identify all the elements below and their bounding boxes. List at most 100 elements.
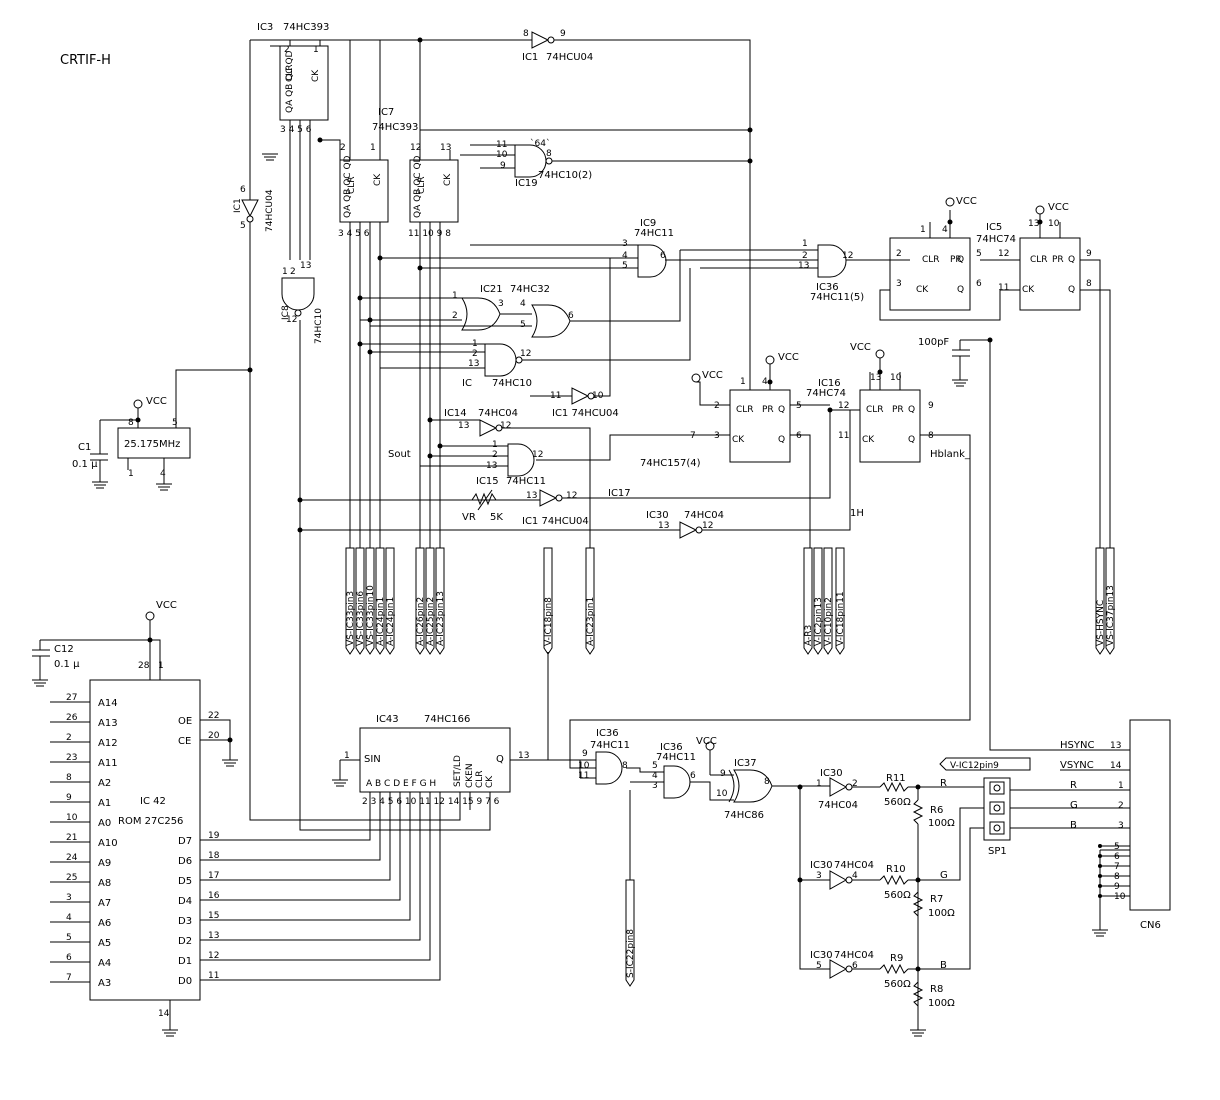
- svg-text:PR: PR: [950, 255, 962, 265]
- rom-right-signal: D2: [178, 936, 192, 947]
- svg-text:Q: Q: [778, 435, 785, 445]
- svg-text:3: 3: [498, 299, 504, 309]
- signal-flag: [1095, 547, 1105, 655]
- r10-value: 560Ω: [884, 890, 911, 901]
- svg-text:6: 6: [240, 185, 246, 195]
- rom-left-pin: 8: [66, 773, 72, 783]
- signal-flag-label: VS-HSYNC: [1096, 600, 1106, 646]
- ic1-bottom-label: IC1 74HCU04: [522, 516, 589, 527]
- svg-text:11: 11: [578, 771, 589, 781]
- svg-text:VCC: VCC: [956, 196, 977, 207]
- rom-right-pin: 12: [208, 951, 219, 961]
- svg-text:14: 14: [1110, 761, 1122, 771]
- ic36-bot2-name: IC36: [660, 742, 683, 753]
- r7-name: R7: [930, 894, 943, 905]
- rom-left-signal: A14: [98, 698, 118, 709]
- ic7-name: IC7: [378, 107, 394, 118]
- signal-flag: [1105, 547, 1115, 655]
- svg-text:1: 1: [740, 377, 746, 387]
- svg-text:2: 2: [290, 267, 296, 277]
- cn6-gnd-pin: 10: [1114, 892, 1126, 902]
- rom-right-signal: D1: [178, 956, 192, 967]
- ic21-part: 74HC32: [510, 284, 550, 295]
- ic30-top-part: 74HC04: [684, 510, 724, 521]
- svg-text:VCC: VCC: [850, 342, 871, 353]
- svg-text:8: 8: [764, 777, 770, 787]
- svg-text:13: 13: [798, 261, 809, 271]
- rom-left-pin: 6: [66, 953, 72, 963]
- rom-left-pin: 3: [66, 893, 72, 903]
- signal-flag-label: A-IC24pin1: [386, 597, 396, 646]
- svg-text:12: 12: [998, 249, 1009, 259]
- resistor-r8: R8 100Ω: [912, 981, 955, 1009]
- rom-right-signal: D3: [178, 916, 192, 927]
- svg-text:Q: Q: [1068, 285, 1075, 295]
- svg-text:12: 12: [286, 315, 297, 325]
- svg-text:CK: CK: [732, 435, 745, 445]
- ic43-bottom-pins: 2 3 4 5 6 10 11 12 14 15 9 7 6: [362, 797, 500, 807]
- ic1-top-part: 74HCU04: [546, 52, 593, 63]
- svg-text:6: 6: [660, 251, 666, 261]
- svg-text:2: 2: [472, 349, 478, 359]
- svg-text:SET/LD: SET/LD: [453, 755, 463, 787]
- signal-flag-label: A-IC24pin1: [376, 597, 386, 646]
- svg-text:5: 5: [172, 418, 178, 428]
- h1-label: 1H: [850, 508, 864, 519]
- cn6-sig-g: G: [1070, 800, 1078, 811]
- ic30-g-name: IC30: [810, 860, 833, 871]
- cn6-sig-hsync: HSYNC: [1060, 740, 1094, 751]
- svg-text:VCC: VCC: [778, 352, 799, 363]
- svg-text:CLR: CLR: [417, 176, 427, 194]
- svg-text:5: 5: [240, 221, 246, 231]
- ic15-part: 74HC11: [506, 476, 546, 487]
- ic19-name: IC19: [515, 178, 538, 189]
- ic9-part: 74HC11: [634, 228, 674, 239]
- ic8-part: 74HC10: [314, 308, 324, 344]
- rom-right-signal: D7: [178, 836, 192, 847]
- ic43-q: Q: [496, 754, 504, 765]
- junctions: [135, 37, 1043, 972]
- svg-text:CLR: CLR: [347, 176, 357, 194]
- signal-flag-label: V-IC2pin13: [814, 597, 824, 646]
- rom-left-signal: A3: [98, 978, 111, 989]
- rom-left-signal: A12: [98, 738, 118, 749]
- ic43-name: IC43: [376, 714, 399, 725]
- ic1-inverter-left: IC1 74HCU04 65: [233, 185, 275, 232]
- r7-value: 100Ω: [928, 908, 955, 919]
- svg-text:3: 3: [714, 431, 720, 441]
- signal-flag-label: V-IC12pin9: [950, 761, 999, 771]
- signal-flag: [345, 547, 355, 655]
- svg-text:1: 1: [452, 291, 458, 301]
- svg-text:VCC: VCC: [146, 396, 167, 407]
- svg-text:4: 4: [520, 299, 526, 309]
- rom-right-pin: 15: [208, 911, 219, 921]
- capacitor-c1: C1 0.1 μ: [72, 442, 108, 470]
- r6-name: R6: [930, 805, 943, 816]
- rom-left-pin: 10: [66, 813, 78, 823]
- rom-right-pin: 18: [208, 851, 220, 861]
- ic36-top-name: IC36: [816, 282, 839, 293]
- signal-flag-label: V-IC10pin2: [824, 597, 834, 646]
- svg-text:CK: CK: [443, 173, 453, 186]
- signal-flag-label: VS-IC37pin13: [1106, 585, 1116, 646]
- svg-text:6: 6: [796, 431, 802, 441]
- svg-text:13: 13: [300, 261, 311, 271]
- signal-flag: [425, 547, 435, 655]
- svg-text:2: 2: [284, 45, 290, 55]
- r9-name: R9: [890, 953, 903, 964]
- rom-left-signal: A0: [98, 818, 111, 829]
- svg-text:4: 4: [762, 377, 768, 387]
- svg-text:CLR: CLR: [475, 770, 485, 788]
- sout-label: Sout: [388, 449, 411, 460]
- b-node-label: B: [940, 960, 947, 971]
- svg-text:Q: Q: [957, 255, 964, 265]
- r6-value: 100Ω: [928, 818, 955, 829]
- rom-left-pin: 5: [66, 933, 72, 943]
- rom-right-pin: 11: [208, 971, 219, 981]
